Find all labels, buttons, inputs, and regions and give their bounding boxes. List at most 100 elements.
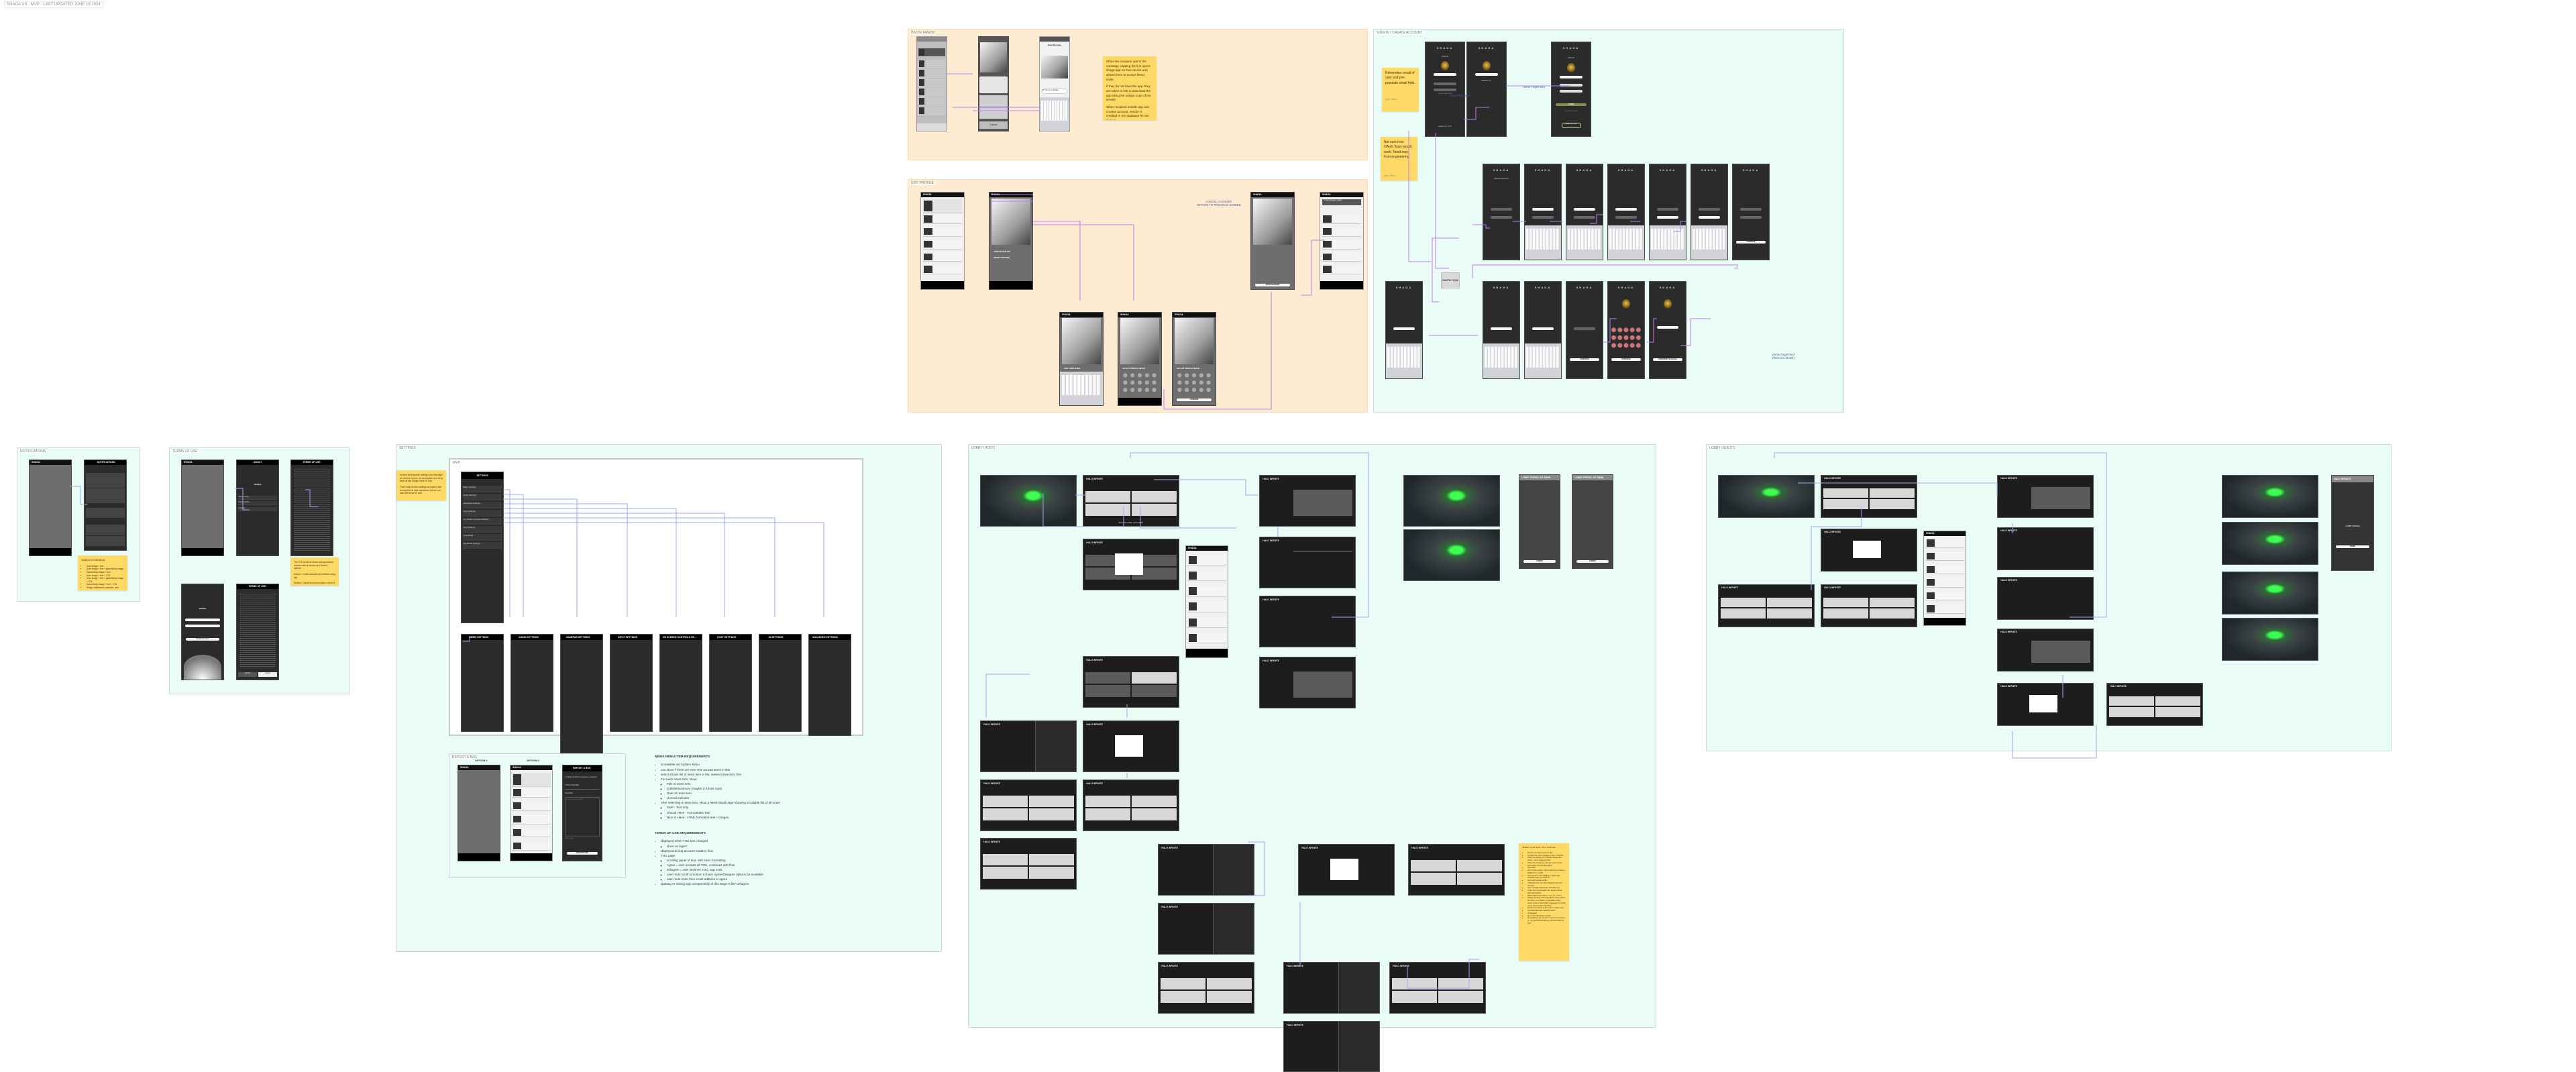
guest-emotes-1[interactable]: HALO INFINITE — [1997, 475, 2094, 518]
screen-lobby-kicked[interactable]: HALO INFINITE — [1083, 780, 1179, 831]
phone-create-step-2[interactable]: SHAGA — [1524, 164, 1562, 260]
description-textarea[interactable]: Please be as detailed as possible. What … — [565, 796, 600, 837]
phone-lobby-ended-feedback[interactable]: LOBBY ENDED: 3H 23MIN SUBMIT — [1572, 474, 1613, 569]
guest-lobby-request-2[interactable]: HALO INFINITE — [1821, 584, 1917, 627]
continue-to-shaga-button[interactable]: CONTINUE TO SHAGA — [1653, 358, 1682, 361]
phone-account-created[interactable]: SHAGA CONTINUE TO SHAGA — [1649, 281, 1686, 379]
guest-gameplay-3[interactable] — [2222, 522, 2318, 565]
phone-news-feed[interactable]: SHAGA — [510, 765, 553, 861]
phone-create-step-6[interactable]: SHAGA — [1690, 164, 1728, 260]
screen-reassign[interactable]: HALO INFINITE — [980, 720, 1077, 772]
toggle-appear-offline[interactable]: APPEAR OFFLINE — [994, 250, 1010, 254]
screen-emotes-favorites[interactable]: HALO INFINITE — [1259, 475, 1356, 527]
guest-pass-control[interactable]: HALO INFINITE — [1997, 683, 2094, 726]
guest-feed[interactable]: SHAGA — [1923, 531, 1966, 626]
phone-tou[interactable]: TERMS OF USE — [290, 460, 333, 556]
phone-audio-settings[interactable]: AUDIO SETTINGS — [511, 634, 553, 732]
screen-gameplay[interactable] — [980, 475, 1077, 527]
phone-sign-in-alt[interactable]: SHAGA SIGN IN LOGIN OR CONTINUE WITH CRE… — [1551, 42, 1591, 137]
phone-basic-settings[interactable]: BASIC SETTINGS — [461, 634, 504, 732]
phone-settings-main[interactable]: SETTINGS Basic Settings Audio Settings G… — [461, 472, 504, 623]
phone-profile-overlay[interactable]: SHAGA APPEAR OFFLINE DONOT DISTURB — [989, 192, 1033, 290]
phone-save-changes[interactable]: SHAGA SAVE CHANGES — [1250, 192, 1295, 290]
area-select[interactable]: Lobby Functionality — [565, 784, 600, 790]
guest-lobby-ended[interactable]: HALO INFINITE LOBBY ENDED DONE — [2331, 475, 2374, 571]
screen-emotes-select[interactable]: HALO INFINITE — [1259, 596, 1356, 647]
guest-gameplay[interactable] — [1718, 475, 1815, 518]
create-account-link[interactable]: CREATE ACCOUNT — [1438, 125, 1452, 127]
screen-emotes-all[interactable]: HALO INFINITE — [1259, 537, 1356, 588]
send-report-button[interactable]: SEND REPORT — [566, 852, 598, 855]
phone-feed[interactable]: SHAGA — [920, 192, 965, 290]
screen-requests-empty[interactable]: HALO INFINITE — [1283, 1021, 1380, 1072]
screen-quit-dialog[interactable]: HALO INFINITE — [1083, 539, 1179, 590]
phone-share-sheet[interactable]: Cancel — [978, 36, 1009, 131]
screen-emotes-managed[interactable]: HALO INFINITE — [1259, 657, 1356, 708]
screen-lobby-variant[interactable]: HALO INFINITE — [980, 838, 1077, 890]
screen-lobby-passed[interactable]: HALO INFINITE — [1408, 844, 1505, 896]
phone-tou-accept[interactable]: TERMS OF USE Decline Accept — [236, 584, 279, 680]
guest-lobby-passed[interactable]: HALO INFINITE — [2106, 683, 2203, 726]
phone-advanced-settings[interactable]: ADVANCED SETTINGS — [808, 634, 851, 736]
phone-feed-after-quit[interactable]: SHAGA — [1185, 545, 1228, 658]
confirm-button[interactable]: CONFIRM — [1177, 398, 1212, 402]
phone-about[interactable]: ABOUT SHAGA Terms of Use Privacy Policy … — [236, 460, 279, 556]
phone-gamepad-settings[interactable]: GAMEPAD SETTINGS — [560, 634, 603, 776]
guest-emotes-4[interactable]: HALO INFINITE — [1997, 629, 2094, 672]
cancel-button[interactable]: Cancel — [979, 121, 1008, 129]
phone-new-message[interactable]: New Message Yo! Join me on Shaga — [1039, 36, 1070, 131]
phone-ui-settings[interactable]: UI SETTINGS — [759, 634, 802, 732]
phone-create-step-3[interactable]: SHAGA — [1566, 164, 1603, 260]
phone-notifications[interactable]: NOTIFICATIONS — [84, 460, 127, 551]
screen-lobby-reassigned[interactable]: HALO INFINITE — [980, 780, 1077, 831]
phone-host-settings[interactable]: HOST SETTINGS — [709, 634, 752, 732]
screen-lobby-invited[interactable]: HALO INFINITE — [1158, 962, 1254, 1014]
guest-emotes-3[interactable]: HALO INFINITE — [1997, 577, 2094, 620]
quit-dialog[interactable] — [1114, 553, 1144, 575]
guest-lobby-request-1[interactable]: HALO INFINITE — [1718, 584, 1815, 627]
phone-select-image[interactable]: SHAGA SELECT PROFILE IMAGE — [1118, 312, 1162, 406]
guest-gameplay-4[interactable] — [2222, 572, 2318, 614]
phone-sign-in[interactable]: SHAGA SIGN IN FORGOT PASSWORD CREATE ACC… — [1425, 42, 1465, 137]
screen-pass-control[interactable]: HALO INFINITE — [1298, 844, 1395, 896]
phone-username-1[interactable]: SHAGA — [1483, 281, 1520, 379]
phone-osc-settings[interactable]: ON SCREEN CONTROLS SE... — [659, 634, 702, 732]
phone-select-image-confirm[interactable]: SHAGA SELECT PROFILE IMAGE CONFIRM — [1172, 312, 1216, 406]
phone-menu-about[interactable]: SHAGA — [181, 460, 224, 556]
save-changes-button[interactable]: SAVE CHANGES — [1255, 283, 1290, 286]
phone-feed-saved[interactable]: SHAGA Profile Changes Saved — [1320, 192, 1364, 290]
guest-lobby[interactable]: HALO INFINITE — [1821, 475, 1917, 518]
screen-kick-dialog[interactable]: HALO INFINITE — [1083, 720, 1179, 772]
screen-lobby-request-accepted[interactable]: HALO INFINITE — [1389, 962, 1486, 1014]
phone-create-step-7[interactable]: SHAGA CONTINUE — [1732, 164, 1770, 260]
guest-gameplay-5[interactable] — [2222, 618, 2318, 661]
phone-input-settings[interactable]: INPUT SETTINGS — [610, 634, 653, 732]
phone-username-3[interactable]: SHAGA CONTINUE — [1566, 281, 1603, 379]
screen-invite-user[interactable]: HALO INFINITE — [1158, 844, 1254, 896]
screen-gameplay-2[interactable] — [1403, 475, 1500, 527]
phone-lobby-ended-rating[interactable]: LOBBY ENDED: 3H 23MIN SUBMIT — [1519, 474, 1560, 569]
screen-requests[interactable]: HALO INFINITE — [1283, 962, 1380, 1014]
phone-report-form[interactable]: REPORT A BUG In which area did you exper… — [562, 765, 602, 861]
phone-username-taken[interactable]: SHAGA — [1385, 281, 1423, 379]
screen-gameplay-3[interactable] — [1403, 529, 1500, 581]
continue-button[interactable]: CONTINUE — [1736, 240, 1766, 244]
phone-friends-list[interactable] — [916, 36, 947, 131]
create-account-button[interactable]: CREATE ACCOUNT — [1561, 123, 1581, 128]
guest-emotes-2[interactable]: HALO INFINITE — [1997, 527, 2094, 570]
email-field[interactable] — [1433, 83, 1457, 86]
guest-quit-dialog[interactable]: HALO INFINITE — [1821, 529, 1917, 572]
phone-create-step-4[interactable]: SHAGA — [1607, 164, 1645, 260]
guest-gameplay-2[interactable] — [2222, 475, 2318, 518]
login-button[interactable]: LOGIN — [1555, 103, 1587, 106]
message-text[interactable]: Yo! Join me on Shaga — [1041, 89, 1068, 94]
phone-menu-notifications[interactable]: SHAGA — [29, 460, 72, 556]
phone-edit-username[interactable]: SHAGA EDIT USER NAME — [1059, 312, 1104, 406]
phone-create-step-5[interactable]: SHAGA — [1649, 164, 1686, 260]
phone-choose-picture[interactable]: SHAGA CONTINUE — [1607, 281, 1645, 379]
phone-create-account-globe[interactable]: SHAGA Create Account — [181, 584, 224, 680]
screen-lobby[interactable]: HALO INFINITE BACK TO GAME QUIT LOBBY — [1083, 475, 1179, 527]
password-field[interactable] — [1433, 88, 1457, 91]
screen-slot-menu[interactable]: HALO INFINITE — [1083, 656, 1179, 708]
phone-username-2[interactable]: SHAGA — [1524, 281, 1562, 379]
